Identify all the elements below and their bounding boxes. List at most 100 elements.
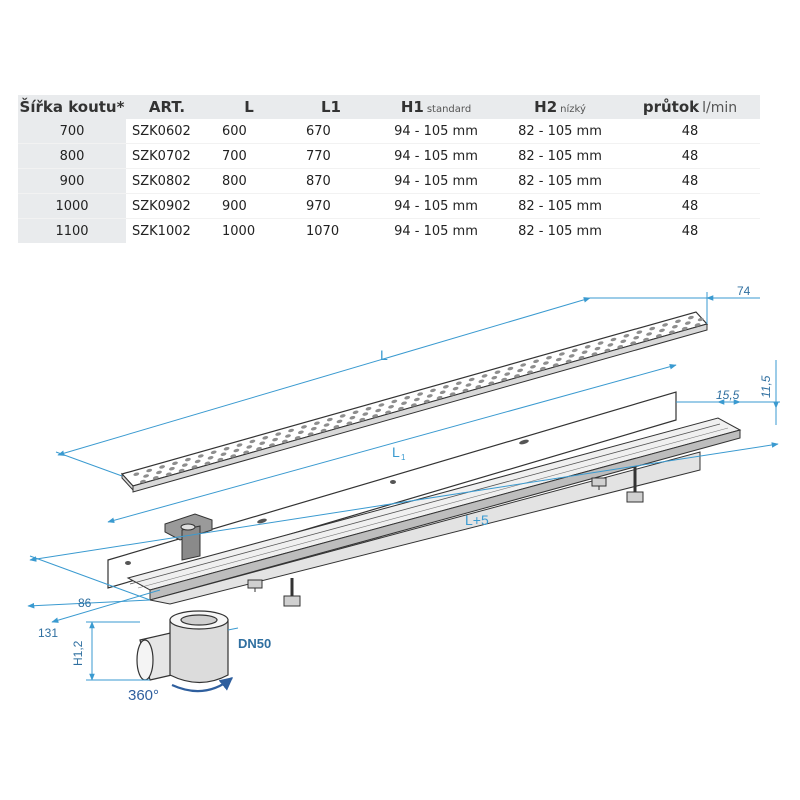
rotation-label: 360° [128,687,159,704]
cell-flow: 48 [681,123,699,139]
trap-outlet-opening [136,639,154,681]
cell-flow: 48 [620,143,760,169]
cell-h1: 94 - 105 mm [372,218,500,243]
foot [283,578,301,607]
dim-131-line [51,589,161,623]
dim-h12-label: H1,2 [71,640,85,666]
dim-l1-label: L [392,444,400,460]
foot [247,579,263,592]
trap-body [169,619,229,684]
header-sirka-koutu: Šířka koutu* [19,98,125,116]
cell-art: SZK0902 [126,193,208,219]
cell-width: 1000 [18,193,126,219]
grate-hole [597,341,604,345]
header-art: ART. [148,98,186,116]
plug-hole [180,523,196,531]
cell-l1: 970 [290,193,372,219]
wall-slot [125,561,131,565]
cell-l1: 870 [290,168,372,194]
cell-width: 700 [18,119,126,144]
table-row: 800 SZK0702 700 770 94 - 105 mm 82 - 105… [18,143,760,169]
grate-hole [630,341,637,345]
grate-hole [675,319,681,324]
dim-l5-label: L+5 [465,512,489,528]
cell-l1: 770 [290,143,372,169]
wall-slot [390,480,396,484]
cell-width: 900 [18,168,126,194]
header-l: L [244,98,254,116]
cell-flow: 48 [620,193,760,219]
cell-h2: 82 - 105 mm [500,193,620,219]
cell-art: SZK0602 [132,123,191,139]
grate-hole [604,348,611,353]
cell-h1: 94 - 105 mm [394,123,478,139]
dim-l1-sub: 1 [401,453,406,462]
grate-hole [594,346,601,351]
cell-h2: 82 - 105 mm [518,123,602,139]
grate-hole [636,330,643,334]
grate-hole [668,330,675,334]
grate-hole [617,345,624,349]
cell-l: 800 [208,168,290,194]
grate-hole [591,352,598,356]
dim-l-ext [55,451,123,477]
cell-art: SZK1002 [126,218,208,243]
cell-h2: 82 - 105 mm [500,168,620,194]
dimension-lines [27,292,780,681]
table-row: 1000 SZK0902 900 970 94 - 105 mm 82 - 10… [18,193,760,219]
table-row: 900 SZK0802 800 870 94 - 105 mm 82 - 105… [18,168,760,194]
dn50-label: DN50 [238,636,271,651]
cell-l1: 670 [306,123,331,139]
grate-hole [687,315,694,320]
dim-l-label: L [380,347,388,363]
cell-h1: 94 - 105 mm [372,168,500,194]
cell-h2: 82 - 105 mm [500,218,620,243]
grate-hole [607,343,614,347]
grate-hole [610,337,617,342]
grate-hole [659,328,665,333]
grate-hole [643,337,649,342]
header-h2-sub: nízký [560,104,586,115]
header-prutok-sub: l/min [702,100,738,116]
table-row: 1100 SZK1002 1000 1070 94 - 105 mm 82 - … [18,218,760,243]
dim-155-label: 15,5 [716,388,740,402]
dim-86-line [27,599,151,609]
grate-hole [681,326,688,331]
grate-hole [697,317,704,322]
dim-86-label: 86 [78,596,92,610]
grate-hole [633,335,640,340]
grate-hole [671,324,678,329]
header-h1-sub: standard [426,104,472,115]
dim-131-label: 131 [38,626,58,640]
cell-art: SZK0702 [126,143,208,169]
trap-top-inner [180,614,218,626]
header-l1: L1 [321,98,341,116]
dim-74-label: 74 [737,284,751,298]
cell-l: 700 [208,143,290,169]
grate-hole [623,334,630,338]
cell-flow: 48 [620,168,760,194]
grate-hole [620,339,627,344]
dn50-leader [227,627,239,631]
plug-body [181,525,201,561]
grate-hole [655,334,662,338]
drain-channel [107,391,742,605]
cell-h1: 94 - 105 mm [372,193,500,219]
cell-art: SZK0802 [126,168,208,194]
grate-hole [649,326,656,331]
cell-l1: 1070 [290,218,372,243]
grate-hole [662,323,669,327]
cell-width: 1100 [18,218,126,243]
grate-hole [694,323,701,327]
cell-l: 1000 [208,218,290,243]
cell-l: 600 [222,123,247,139]
cell-flow: 48 [620,218,760,243]
cell-h2: 82 - 105 mm [500,143,620,169]
dim-l5-ext [29,555,151,601]
